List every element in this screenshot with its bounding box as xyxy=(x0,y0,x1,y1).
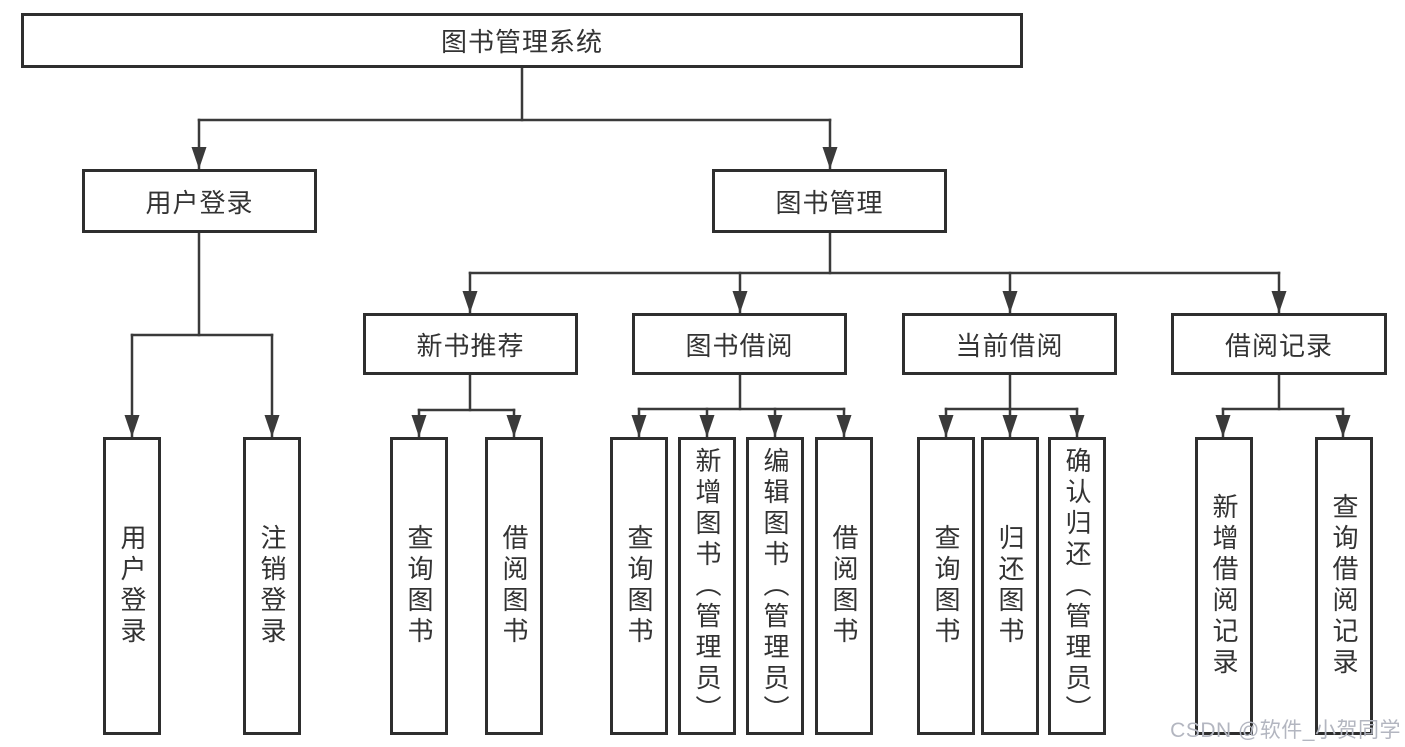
edge-book-management-children xyxy=(462,231,1287,315)
node-library-system: 图书管理系统 xyxy=(21,13,1023,68)
node-new-book-recommend: 新书推荐 xyxy=(363,313,578,375)
edge-user-login-children xyxy=(124,231,280,439)
node-leaf-borrow-books-recommend: 借阅图书 xyxy=(485,437,543,735)
node-leaf-logout: 注销登录 xyxy=(243,437,301,735)
node-leaf-query-books-current: 查询图书 xyxy=(917,437,975,735)
node-leaf-add-borrow-record: 新增借阅记录 xyxy=(1195,437,1253,735)
node-leaf-query-books-borrow: 查询图书 xyxy=(610,437,668,735)
node-book-borrow: 图书借阅 xyxy=(632,313,847,375)
node-leaf-confirm-return-admin: 确认归还（管理员） xyxy=(1048,437,1106,735)
node-leaf-query-borrow-record: 查询借阅记录 xyxy=(1315,437,1373,735)
edge-book-borrow-children xyxy=(631,373,852,439)
watermark-text: CSDN @软件_小贺同学 xyxy=(1170,719,1401,742)
node-leaf-borrow-books: 借阅图书 xyxy=(815,437,873,735)
node-current-borrow: 当前借阅 xyxy=(902,313,1117,375)
node-user-login: 用户登录 xyxy=(82,169,317,233)
edge-root-to-level2 xyxy=(191,66,838,171)
node-leaf-query-books-recommend: 查询图书 xyxy=(390,437,448,735)
edge-new-book-recommend-children xyxy=(411,373,522,439)
node-leaf-return-book: 归还图书 xyxy=(981,437,1039,735)
edge-borrow-records-children xyxy=(1215,373,1351,439)
edge-current-borrow-children xyxy=(938,373,1085,439)
node-leaf-add-book-admin: 新增图书（管理员） xyxy=(678,437,736,735)
node-leaf-edit-book-admin: 编辑图书（管理员） xyxy=(746,437,804,735)
node-leaf-user-login: 用户登录 xyxy=(103,437,161,735)
node-borrow-records: 借阅记录 xyxy=(1171,313,1387,375)
node-book-management: 图书管理 xyxy=(712,169,947,233)
